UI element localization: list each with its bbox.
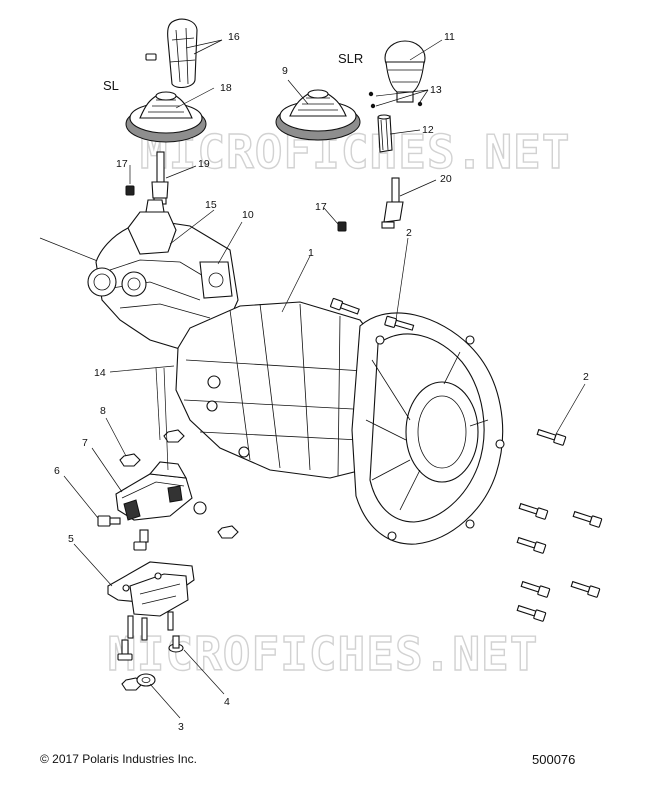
slr-shift-boot	[275, 89, 361, 141]
callout-8: 8	[100, 405, 106, 417]
mount-nut-side	[217, 525, 239, 539]
bell-housing-bolts	[330, 297, 603, 622]
mount-bolt-center	[133, 529, 149, 551]
copyright-text: © 2017 Polaris Industries Inc.	[40, 752, 197, 766]
callout-7: 7	[82, 437, 88, 449]
slr-knob-set-screws	[368, 91, 423, 109]
mount-bolt-6	[97, 515, 121, 527]
leader-lines	[63, 39, 586, 719]
sl-lever-nut	[125, 185, 135, 196]
isolator-studs	[127, 611, 174, 641]
watermark-bottom: MICROFICHES.NET	[108, 627, 538, 681]
callout-19: 19	[198, 158, 210, 170]
callout-11: 11	[444, 31, 455, 43]
slr-lever-nut	[337, 221, 347, 232]
callout-12: 12	[422, 124, 434, 136]
slr-shift-lever	[381, 177, 404, 229]
callout-17-right: 17	[315, 201, 327, 213]
slr-lever-sleeve	[377, 114, 393, 153]
watermark-top: MICROFICHES.NET	[140, 125, 570, 179]
callout-14: 14	[94, 367, 106, 379]
callout-2-top: 2	[406, 227, 412, 239]
document-number: 500076	[532, 752, 576, 767]
isolator-mount	[107, 561, 195, 617]
mount-nut-8	[119, 453, 141, 467]
variant-label-sl: SL	[103, 78, 119, 93]
callout-10: 10	[242, 209, 254, 221]
mount-washer-3	[136, 673, 156, 687]
callout-1: 1	[308, 247, 314, 259]
sl-shift-knob	[167, 18, 198, 89]
callout-4: 4	[224, 696, 230, 708]
callout-2-right: 2	[583, 371, 589, 383]
transmission-assembly	[39, 199, 505, 545]
callout-16: 16	[228, 31, 240, 43]
sl-shift-boot	[125, 91, 207, 143]
callout-18: 18	[220, 82, 232, 94]
variant-label-slr: SLR	[338, 51, 363, 66]
mount-bolt-4	[168, 635, 184, 653]
callout-13: 13	[430, 84, 442, 96]
mount-nut-top	[163, 429, 185, 443]
callout-15: 15	[205, 199, 217, 211]
mount-bolt-lower	[117, 639, 133, 661]
callout-3: 3	[178, 721, 184, 733]
callout-6: 6	[54, 465, 60, 477]
callout-9: 9	[282, 65, 288, 77]
sl-knob-set-screw	[145, 53, 157, 61]
callout-5: 5	[68, 533, 74, 545]
callout-20: 20	[440, 173, 452, 185]
callout-17-left: 17	[116, 158, 128, 170]
mount-bracket	[115, 461, 207, 521]
